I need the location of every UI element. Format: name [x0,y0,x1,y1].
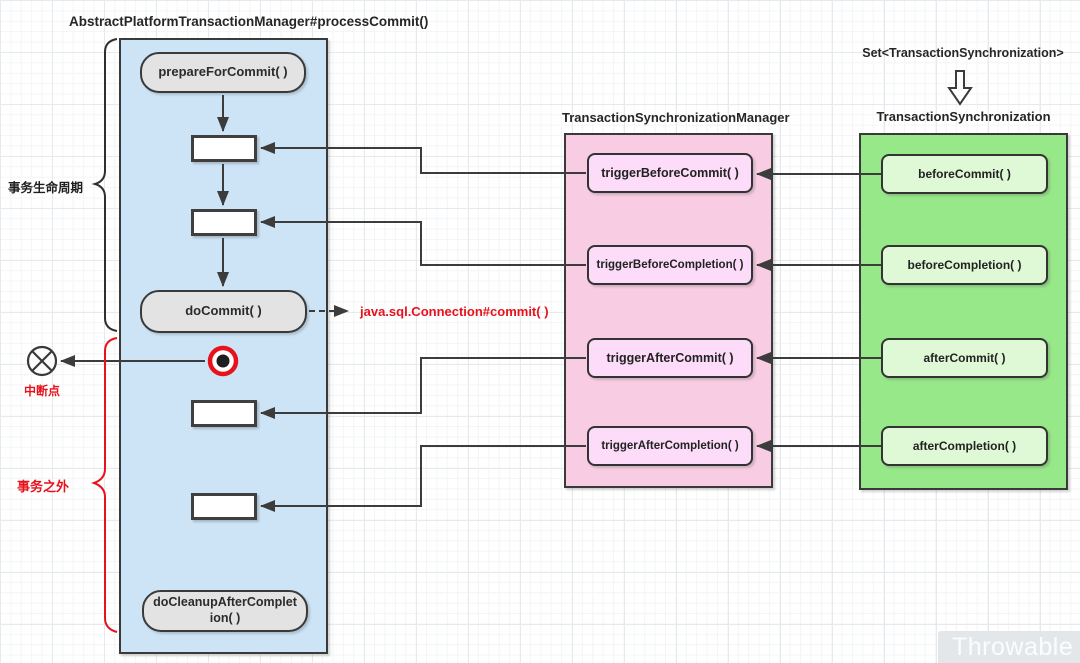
before-completion-box: beforeCompletion( ) [881,245,1048,285]
process-commit-panel [119,38,328,654]
do-cleanup-step: doCleanupAfterCompletion( ) [142,590,308,632]
before-commit-box: beforeCommit( ) [881,154,1048,194]
do-commit-step: doCommit( ) [140,290,307,333]
trigger-after-commit-box: triggerAfterCommit( ) [587,338,753,378]
set-synchronization-header: Set<TransactionSynchronization> [862,46,1064,60]
trigger-before-completion-box: triggerBeforeCompletion( ) [587,245,753,285]
trigger-before-commit-box: triggerBeforeCommit( ) [587,153,753,193]
diagram-title: AbstractPlatformTransactionManager#proce… [69,14,429,29]
sync-manager-title: TransactionSynchronizationManager [562,110,790,125]
interrupt-point-label: 中断点 [24,384,61,398]
outside-transaction-label: 事务之外 [17,479,70,494]
trigger-after-completion-box: triggerAfterCompletion( ) [587,426,753,466]
lifecycle-brace [91,38,118,332]
throwable-watermark: Throwable [938,631,1080,663]
prepare-for-commit-step: prepareForCommit( ) [140,52,306,93]
activity-placeholder-box-3 [191,400,257,427]
interrupt-cross-icon [26,345,58,377]
activity-placeholder-box-2 [191,209,257,236]
jdbc-commit-label: java.sql.Connection#commit( ) [360,304,549,319]
activity-placeholder-box-1 [191,135,257,162]
lifecycle-label: 事务生命周期 [8,181,84,195]
synchronization-title: TransactionSynchronization [876,109,1051,124]
outside-transaction-brace [91,337,118,633]
activity-placeholder-box-4 [191,493,257,520]
after-completion-box: afterCompletion( ) [881,426,1048,466]
after-commit-box: afterCommit( ) [881,338,1048,378]
hollow-down-arrow-icon [947,70,973,106]
